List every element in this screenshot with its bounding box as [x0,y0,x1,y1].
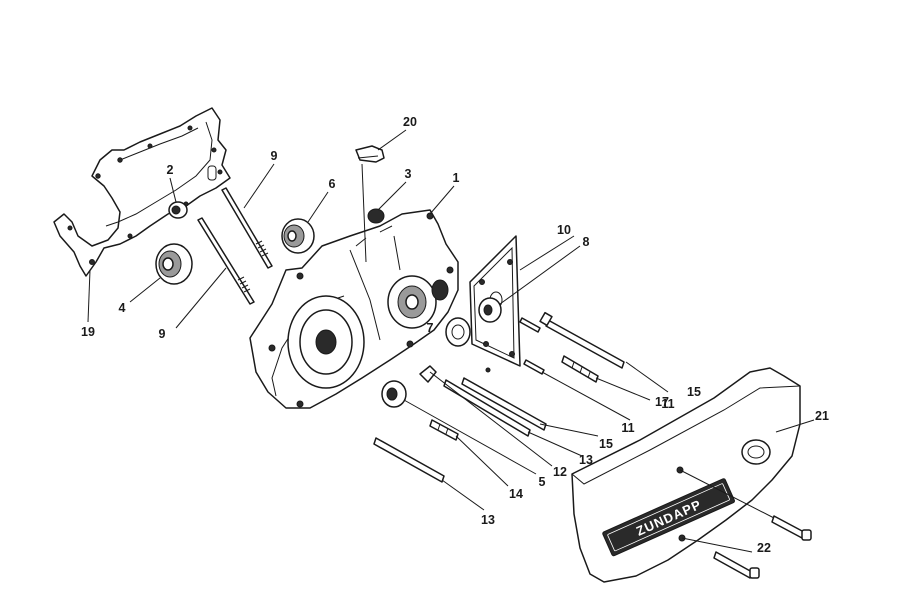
bolt-11-upper-part [519,317,541,333]
bolt-15-lower-part [461,377,547,431]
callout-label: 10 [557,223,571,237]
stud-lower-part [197,217,255,305]
bolt-13-lower-part [373,437,445,483]
callout-label: 3 [405,167,412,181]
callout-label: 12 [553,465,567,479]
callout-label: 11 [621,421,634,435]
callout-label: 22 [757,541,771,555]
crankcase-part [249,209,459,409]
leader-lines [87,129,815,553]
callout-label: 14 [509,487,523,501]
bolt-17-part [561,355,599,383]
callout-label: 9 [271,149,278,163]
screw-lower-part [713,551,760,579]
seal-part [445,317,471,347]
callout-label: 15 [599,437,613,451]
callout-label: 13 [579,453,593,467]
callout-label: 8 [583,235,590,249]
clip-part [419,365,437,383]
callout-label: 9 [159,327,166,341]
cap-part [355,145,385,163]
spacer-part [478,297,502,323]
callout-label: 20 [403,115,417,129]
bolt-11-lower-part [523,359,545,375]
bolt-15-upper-part [539,311,625,369]
bearing-right-part [281,218,315,254]
callout-label: 2 [167,163,174,177]
bolt-14-part [429,419,459,441]
screw-upper-part [771,515,812,541]
callout-label: 11 [661,397,674,411]
callout-label: 17 [655,395,669,409]
bolt-13-upper-part [443,379,531,437]
callout-label: 6 [329,177,336,191]
washer-part [381,380,407,408]
callout-label: 5 [539,475,546,489]
stud-upper-part [221,187,273,269]
callout-label: 4 [119,301,126,315]
callout-label: 7 [427,321,434,335]
plug-part [367,208,385,224]
callout-labels: 1 2 3 4 5 6 7 8 9 9 10 11 11 12 13 13 14… [81,115,829,555]
callout-label: 19 [81,325,95,339]
callout-label: 21 [815,409,829,423]
callout-label: 13 [481,513,495,527]
callout-label: 1 [453,171,460,185]
bearing-left-part [155,243,193,285]
gasket-part [53,107,231,277]
bushing-part [168,201,188,219]
side-cover-part: ZUNDAPP [571,367,801,583]
callout-label: 15 [687,385,701,399]
